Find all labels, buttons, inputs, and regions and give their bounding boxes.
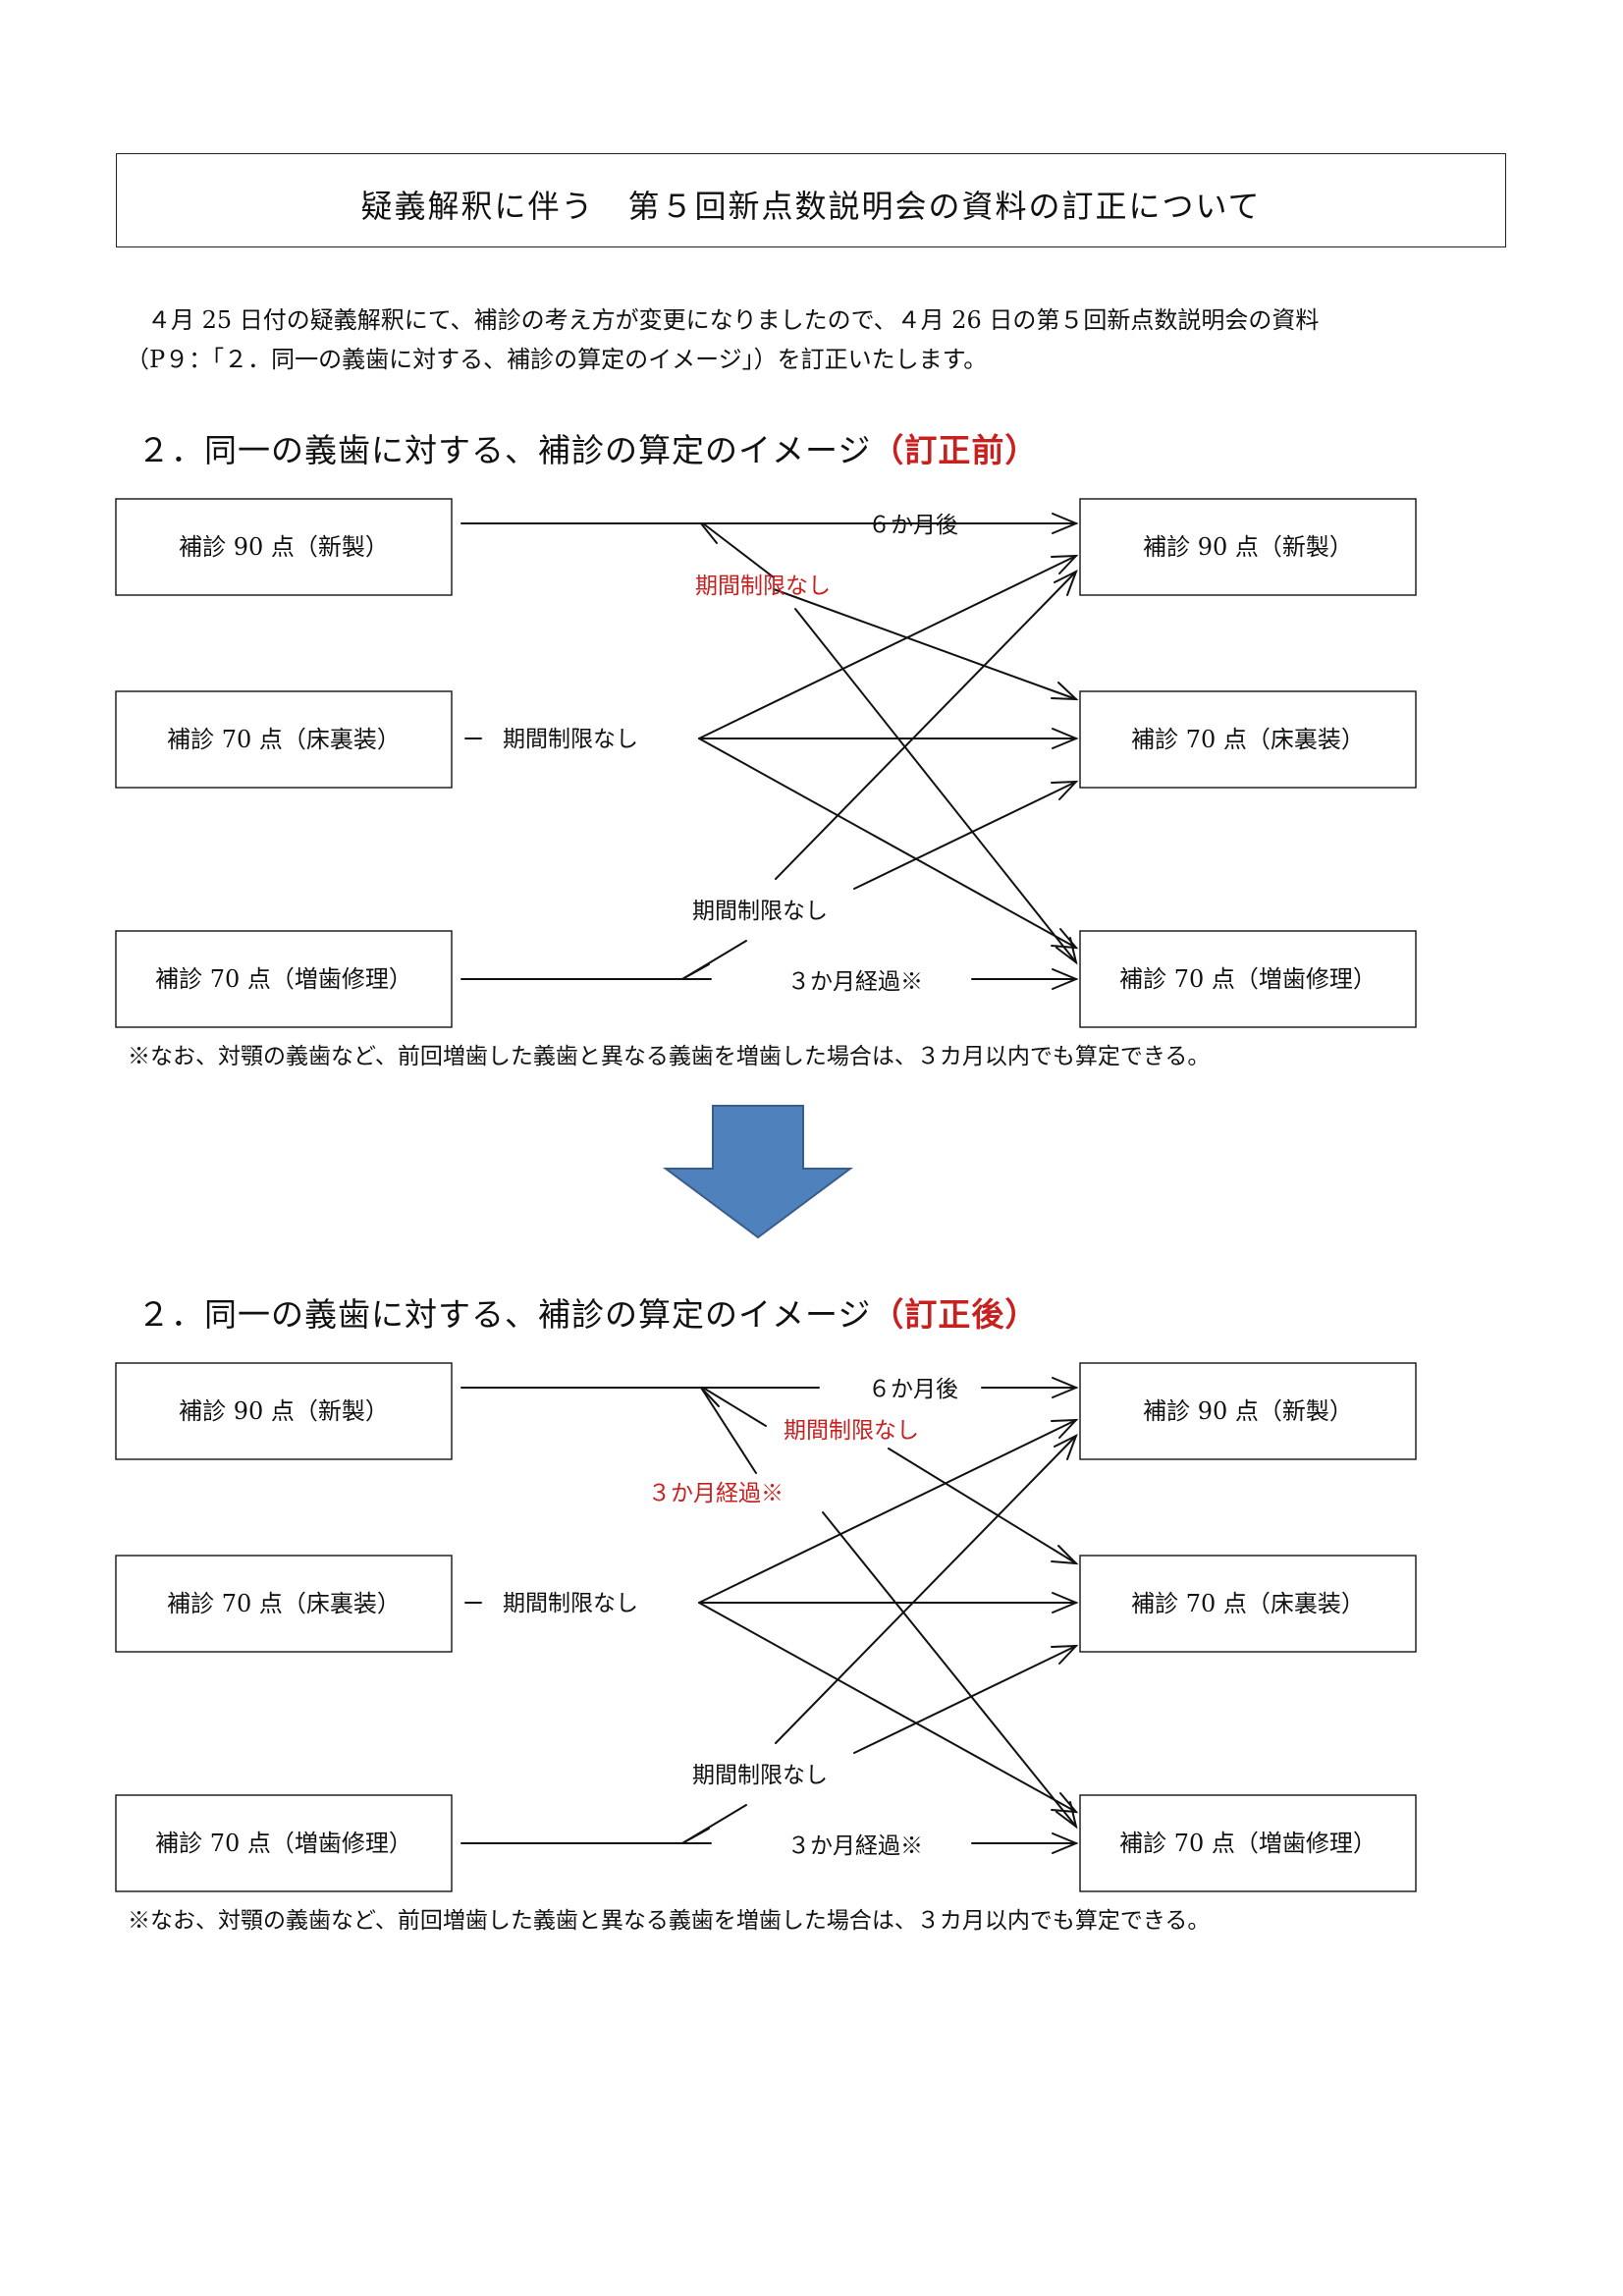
box-right-repair-label: 補診 70 点（増歯修理） bbox=[1119, 1830, 1377, 1857]
box-right-new bbox=[1079, 498, 1417, 596]
heading-before-paren-close: ） bbox=[1004, 431, 1039, 469]
heading-before: ２．同一の義歯に対する、補診の算定のイメージ（訂正前） bbox=[137, 424, 1038, 471]
label-three-months: ３か月経過※ bbox=[787, 969, 923, 995]
box-left-new-label: 補診 90 点（新製） bbox=[179, 533, 389, 561]
label-no-limit-low: 期間制限なし bbox=[692, 899, 828, 924]
box-right-new bbox=[1079, 1362, 1417, 1460]
title-box: 疑義解釈に伴う 第５回新点数説明会の資料の訂正について bbox=[116, 153, 1506, 247]
label-no-limit-mid: 期間制限なし bbox=[503, 727, 638, 752]
box-right-base-label: 補診 70 点（床裏装） bbox=[1131, 726, 1365, 753]
box-right-base bbox=[1079, 1555, 1417, 1653]
label-no-limit-low: 期間制限なし bbox=[692, 1763, 828, 1788]
connector-line bbox=[775, 571, 1077, 880]
box-left-base-label: 補診 70 点（床裏装） bbox=[167, 1590, 401, 1617]
note-after: ※なお、対顎の義歯など、前回増歯した義歯と異なる義歯を増歯した場合は、３カ月以内… bbox=[128, 1908, 1211, 1934]
arrow-head bbox=[1052, 1377, 1079, 1398]
heading-before-text: ２．同一の義歯に対する、補診の算定のイメージ bbox=[137, 431, 872, 469]
arrow-head bbox=[678, 1828, 712, 1844]
label-six-months: ６か月後 bbox=[868, 513, 958, 538]
connector-line bbox=[700, 1387, 757, 1474]
box-right-base-label: 補診 70 点（床裏装） bbox=[1131, 1590, 1365, 1617]
box-left-repair-label: 補診 70 点（増歯修理） bbox=[155, 965, 412, 993]
heading-after-paren-close: ） bbox=[1004, 1295, 1039, 1334]
arrow-head bbox=[678, 963, 712, 980]
heading-before-paren-open: （ bbox=[871, 431, 905, 469]
arrow-head bbox=[1052, 1832, 1079, 1854]
arrow-head bbox=[698, 1387, 730, 1407]
box-right-new-label: 補診 90 点（新製） bbox=[1143, 533, 1353, 561]
box-left-base bbox=[115, 690, 453, 789]
arrow-head bbox=[1052, 1592, 1079, 1613]
label-three-months: ３か月経過※ bbox=[787, 1833, 923, 1859]
connector-line bbox=[773, 588, 1077, 700]
note-before: ※なお、対顎の義歯など、前回増歯した義歯と異なる義歯を増歯した場合は、３カ月以内… bbox=[128, 1044, 1211, 1069]
heading-after-text: ２．同一の義歯に対する、補診の算定のイメージ bbox=[137, 1295, 872, 1334]
connector-line bbox=[698, 1419, 1077, 1604]
label-no-limit-mid: 期間制限なし bbox=[503, 1591, 638, 1616]
arrow-head bbox=[1054, 1433, 1078, 1460]
box-right-new-label: 補診 90 点（新製） bbox=[1143, 1397, 1353, 1425]
arrow-head bbox=[1052, 968, 1079, 990]
box-left-new bbox=[115, 498, 453, 596]
connector-line bbox=[822, 1511, 1077, 1828]
arrow-head bbox=[1052, 513, 1079, 534]
box-right-base bbox=[1079, 690, 1417, 789]
connector-line bbox=[698, 555, 1077, 739]
arrow-head bbox=[1052, 728, 1079, 749]
arrow-head bbox=[1051, 1545, 1079, 1565]
box-left-new-label: 補診 90 点（新製） bbox=[179, 1397, 389, 1425]
box-right-repair bbox=[1079, 930, 1417, 1028]
heading-before-tag: 訂正前 bbox=[904, 431, 1005, 469]
label-no-limit-red: 期間制限なし bbox=[784, 1418, 919, 1444]
box-left-new bbox=[115, 1362, 453, 1460]
box-left-repair-label: 補診 70 点（増歯修理） bbox=[155, 1830, 412, 1857]
intro-line-1: ４月 25 日付の疑義解釈にて、補診の考え方が変更になりましたので、４月 26 … bbox=[147, 306, 1320, 334]
heading-after-tag: 訂正後 bbox=[904, 1295, 1005, 1334]
connector-line bbox=[702, 522, 775, 578]
arrow-head bbox=[1051, 1792, 1079, 1814]
connector-line bbox=[853, 781, 1077, 890]
down-arrow-icon bbox=[662, 1105, 854, 1239]
connector-line bbox=[698, 738, 1077, 949]
diagram-before: 補診 90 点（新製） 補診 70 点（床裏装） 補診 70 点（増歯修理） 補… bbox=[115, 498, 1417, 1028]
label-three-months-red: ３か月経過※ bbox=[648, 1481, 784, 1506]
arrow-head bbox=[1051, 1418, 1079, 1439]
arrow-head bbox=[1051, 554, 1079, 574]
box-left-repair bbox=[115, 1794, 453, 1892]
intro-line-2: （P９：「２．同一の義歯に対する、補診の算定のイメージ」）を訂正いたします。 bbox=[126, 346, 988, 373]
connector-line bbox=[775, 1435, 1077, 1744]
arrow-head bbox=[1051, 780, 1079, 800]
arrow-head bbox=[1051, 682, 1079, 701]
arrow-head bbox=[1051, 928, 1079, 950]
heading-after: ２．同一の義歯に対する、補診の算定のイメージ（訂正後） bbox=[137, 1288, 1038, 1336]
arrow-head bbox=[1054, 569, 1078, 596]
box-left-base-label: 補診 70 点（床裏装） bbox=[167, 726, 401, 753]
connector-line bbox=[698, 1602, 1077, 1813]
box-left-base bbox=[115, 1555, 453, 1653]
arrow-head bbox=[1051, 1644, 1079, 1665]
label-no-limit-red: 期間制限なし bbox=[695, 574, 831, 599]
box-right-repair-label: 補診 70 点（増歯修理） bbox=[1119, 965, 1377, 993]
connector-line bbox=[702, 1387, 767, 1427]
diagram-after: 補診 90 点（新製） 補診 70 点（床裏装） 補診 70 点（増歯修理） 補… bbox=[115, 1362, 1417, 1892]
intro-paragraph: ４月 25 日付の疑義解釈にて、補診の考え方が変更になりましたので、４月 26 … bbox=[126, 301, 1512, 379]
connector-line bbox=[794, 608, 1077, 963]
heading-after-paren-open: （ bbox=[871, 1295, 905, 1334]
connector-line bbox=[888, 1448, 1077, 1564]
box-right-repair bbox=[1079, 1794, 1417, 1892]
box-left-repair bbox=[115, 930, 453, 1028]
arrow-head bbox=[698, 522, 728, 544]
connector-line bbox=[853, 1645, 1077, 1754]
label-six-months: ６か月後 bbox=[868, 1377, 958, 1402]
page-title: 疑義解釈に伴う 第５回新点数説明会の資料の訂正について bbox=[360, 188, 1262, 225]
